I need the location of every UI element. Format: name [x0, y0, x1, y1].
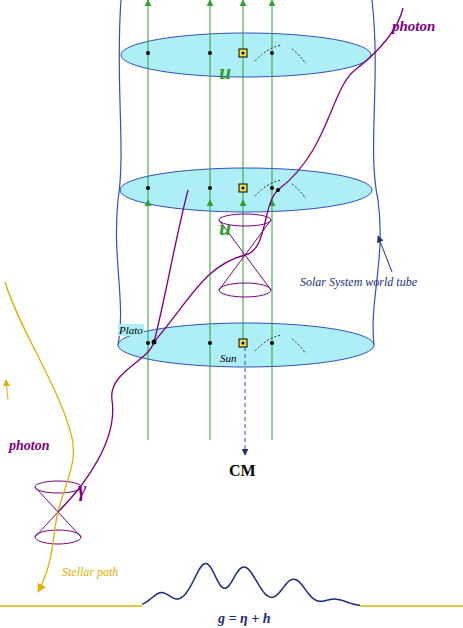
sun-mark — [239, 184, 247, 192]
photon-path — [154, 190, 188, 342]
metric-label: g = η + h — [218, 611, 270, 626]
body-dot — [208, 51, 212, 55]
flat-metric — [0, 605, 142, 607]
sun-mark — [239, 339, 247, 347]
stellar-arrow — [6, 380, 8, 400]
worldline — [272, 200, 273, 440]
orbit-arc — [255, 335, 282, 351]
metric-perturbation — [142, 564, 360, 606]
body-dot — [146, 51, 150, 55]
body-dot — [208, 186, 212, 190]
worldline — [272, 0, 273, 200]
body-dot — [146, 186, 150, 190]
body-dot — [146, 341, 150, 345]
worldline — [210, 200, 211, 440]
velocity-label: u — [219, 60, 231, 84]
cm-label: CM — [229, 462, 256, 480]
body-dot — [270, 186, 274, 190]
stellar-path — [5, 282, 73, 592]
worldline — [243, 200, 244, 345]
sun-label: Sun — [219, 352, 238, 364]
event-dot — [276, 188, 280, 192]
flat-metric — [360, 605, 463, 607]
orbit-arc — [292, 339, 306, 354]
time-slice — [121, 33, 371, 77]
body-dot — [208, 341, 212, 345]
body-dot — [270, 341, 274, 345]
photon-label: photon — [392, 18, 435, 35]
worldline — [148, 0, 149, 200]
tube-label: Solar System world tube — [300, 276, 417, 289]
orbit-arc — [292, 184, 306, 199]
velocity-label: u — [219, 216, 231, 240]
worldline — [210, 0, 211, 200]
sun-dot — [242, 342, 245, 345]
photon-path — [58, 8, 403, 512]
orbit-arc — [255, 45, 282, 61]
plato-label: Plato — [118, 324, 144, 336]
cm-line — [245, 347, 246, 455]
sun-dot — [242, 187, 245, 190]
gamma-label: γ — [78, 478, 86, 500]
photon-label: photon — [8, 438, 50, 453]
worldline — [148, 200, 149, 440]
plato-dot — [152, 340, 157, 345]
orbit-arc — [292, 49, 306, 64]
sun-mark — [239, 49, 247, 57]
time-slice — [120, 168, 372, 212]
tube-pointer — [378, 236, 392, 272]
stellar-path-label: Stellar path — [62, 566, 118, 579]
orbit-arc — [255, 180, 282, 196]
sun-dot — [242, 52, 245, 55]
tube-side — [116, 0, 121, 345]
body-dot — [270, 51, 274, 55]
worldline — [243, 0, 244, 200]
